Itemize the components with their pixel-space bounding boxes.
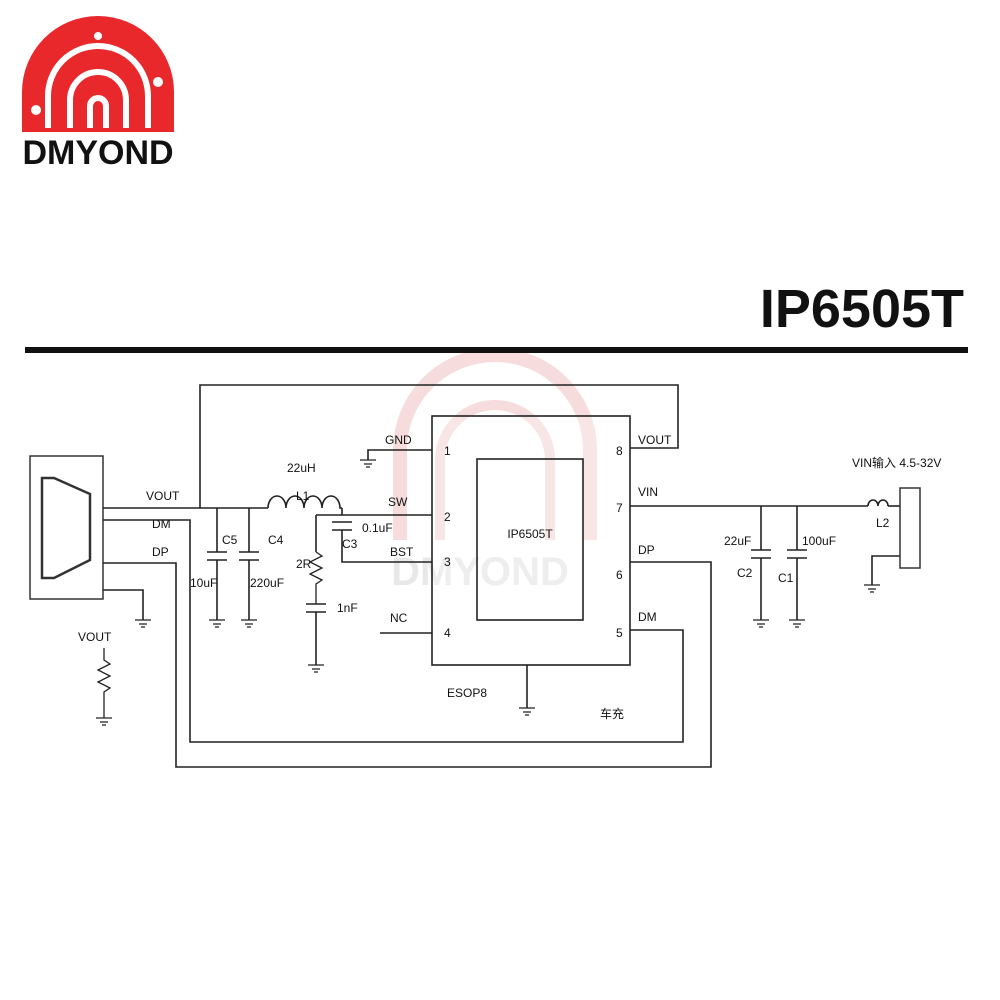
pin1-name: GND (385, 433, 412, 447)
usb-port-outline (40, 476, 92, 580)
l1-value: 22uH (287, 461, 316, 475)
wires (103, 384, 900, 768)
watermark-arch (393, 348, 597, 540)
usb-vout-label: VOUT (146, 489, 180, 503)
wire-sw (341, 508, 432, 516)
usb-connector (29, 455, 104, 600)
pin5-num: 5 (616, 626, 623, 640)
pin3-num: 3 (444, 555, 451, 569)
ground-pullup (96, 717, 112, 726)
logo-arc-inner (87, 95, 109, 128)
input-jack (899, 487, 921, 569)
pin4-name: NC (390, 611, 408, 625)
capacitor-c5 (207, 508, 227, 620)
inductor-l1 (267, 495, 342, 509)
ic-ip6505t: IP6505T (431, 415, 631, 666)
pin2-num: 2 (444, 510, 451, 524)
logo-node-right (153, 77, 163, 87)
pin3-name: BST (390, 545, 414, 559)
pin7-name: VIN (638, 485, 658, 499)
watermark-text: DMYOND (391, 550, 569, 594)
ground-c5 (209, 619, 225, 628)
cap-1nf-value: 1nF (337, 601, 358, 615)
ic-package: ESOP8 (447, 686, 487, 700)
c5-name: C5 (222, 533, 238, 547)
logo-arc-outer (45, 43, 151, 128)
wire-dm-usb (103, 519, 684, 743)
ground-ic (519, 707, 535, 716)
note-label: 车充 (600, 706, 624, 721)
capacitor-c4 (239, 508, 259, 620)
ic-die (476, 458, 584, 621)
c3-name: C3 (342, 537, 358, 551)
resistor-value: 2R (296, 557, 312, 571)
wire-bst (341, 530, 432, 563)
input-label: VIN输入 4.5-32V (852, 455, 941, 470)
logo-node-left (31, 105, 41, 115)
c4-name: C4 (268, 533, 284, 547)
pin6-name: DP (638, 543, 655, 557)
c4-value: 220uF (250, 576, 284, 590)
ground-usb (135, 619, 151, 628)
ic-body (431, 415, 631, 666)
ground-c1 (789, 619, 805, 628)
c2-value: 22uF (724, 534, 751, 548)
c5-value: 10uF (190, 576, 217, 590)
logo-arc-middle (67, 69, 129, 128)
inductor-l2 (867, 499, 889, 507)
pin1-num: 1 (444, 444, 451, 458)
pullup-resistor (96, 648, 112, 718)
ic-name: IP6505T (507, 527, 553, 541)
ground-pin1 (360, 459, 376, 468)
resistor-2r (308, 551, 324, 604)
ground-jack (864, 584, 880, 593)
pin8-num: 8 (616, 444, 623, 458)
pin2-name: SW (388, 495, 408, 509)
wire-usb-gnd (103, 589, 144, 620)
usb-dm-label: DM (152, 517, 171, 531)
wire-dp-usb (103, 561, 712, 768)
usb-dp-label: DP (152, 545, 169, 559)
logo-node-top (94, 32, 102, 40)
pin8-name: VOUT (638, 433, 672, 447)
ground-symbols (96, 459, 880, 726)
capacitor-c2 (751, 506, 771, 620)
watermark-arch-inner (435, 400, 555, 540)
watermark: DMYOND (391, 348, 597, 594)
c1-value: 100uF (802, 534, 836, 548)
c2-name: C2 (737, 566, 753, 580)
l1-name: L1 (296, 489, 310, 503)
l2-name: L2 (876, 516, 890, 530)
pin4-num: 4 (444, 626, 451, 640)
c1-name: C1 (778, 571, 794, 585)
brand-name: DMYOND (22, 134, 173, 172)
ground-c4 (241, 619, 257, 628)
page-title: IP6505T (760, 279, 964, 339)
capacitor-c3 (332, 521, 352, 531)
brand-logo: DMYOND (22, 16, 174, 172)
wire-gnd-pin (367, 449, 432, 460)
c3-value: 0.1uF (362, 521, 393, 535)
pin7-num: 7 (616, 501, 623, 515)
ground-1nf (308, 664, 324, 673)
wire-vout-loop (199, 384, 679, 508)
pullup-label: VOUT (78, 630, 112, 644)
pin5-name: DM (638, 610, 657, 624)
pin6-num: 6 (616, 568, 623, 582)
ground-c2 (753, 619, 769, 628)
capacitor-c1 (787, 506, 807, 620)
capacitor-1nf (306, 603, 326, 665)
wire-jack-gnd (871, 555, 900, 585)
